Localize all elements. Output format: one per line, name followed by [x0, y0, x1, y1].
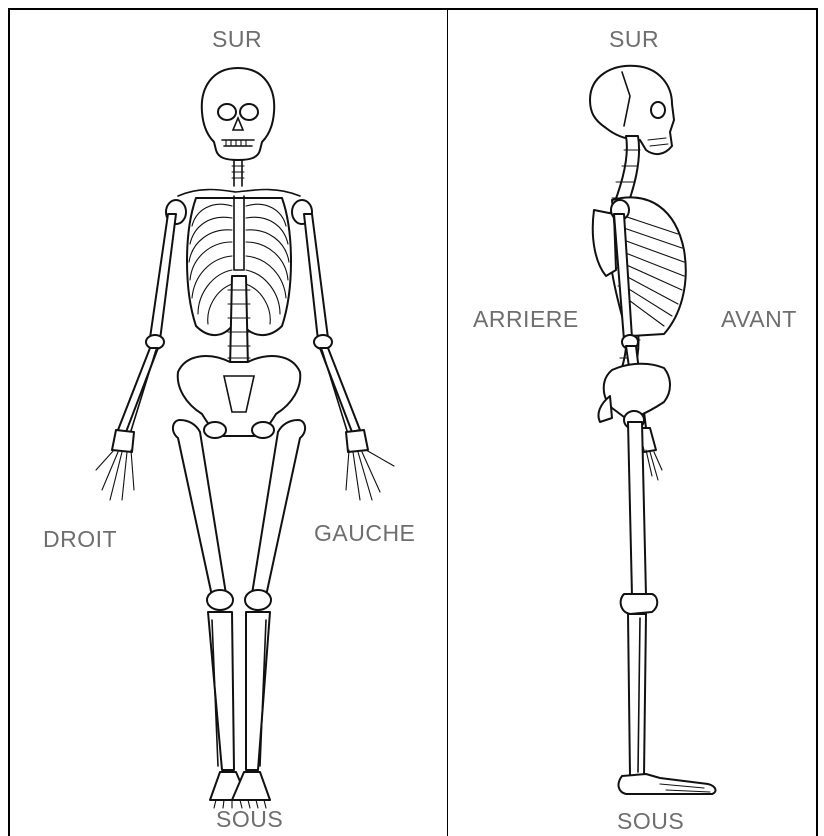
side-skeleton: [590, 66, 715, 794]
front-spine: [228, 276, 250, 368]
front-feet: [210, 772, 270, 808]
front-hands: [96, 430, 394, 500]
side-foot: [619, 774, 716, 794]
front-legs: [173, 420, 305, 770]
side-pelvis: [598, 364, 670, 429]
front-skull: [202, 68, 274, 160]
front-skeleton: [96, 68, 394, 808]
side-ribcage: [593, 197, 686, 336]
